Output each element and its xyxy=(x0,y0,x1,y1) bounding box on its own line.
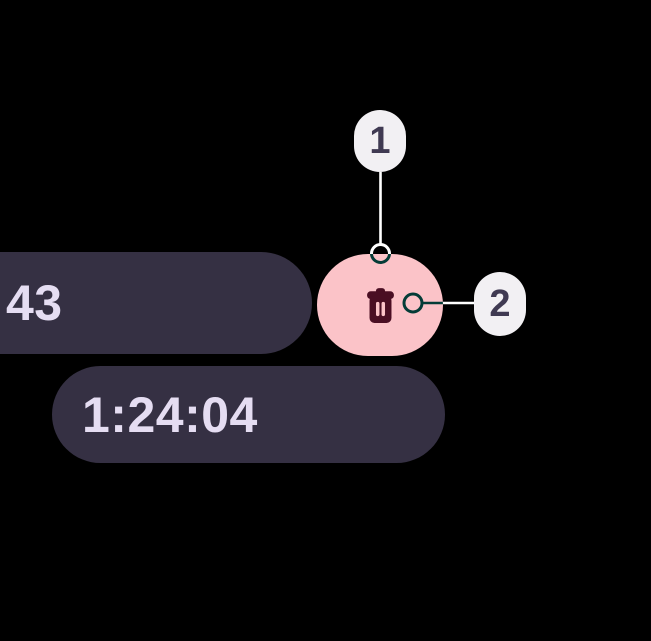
callout-badge-1: 1 xyxy=(354,110,406,172)
callout-badge-1-label: 1 xyxy=(369,119,391,162)
delete-timer-button[interactable] xyxy=(317,254,443,356)
trash-icon xyxy=(365,287,396,324)
timer-remaining-chip: 43 xyxy=(0,252,312,354)
timer-elapsed-value: 1:24:04 xyxy=(82,386,258,443)
timer-elapsed-chip: 1:24:04 xyxy=(52,366,445,463)
callout-badge-2: 2 xyxy=(474,272,526,336)
timer-remaining-value: 43 xyxy=(6,275,63,331)
callout-badge-2-label: 2 xyxy=(489,282,511,325)
